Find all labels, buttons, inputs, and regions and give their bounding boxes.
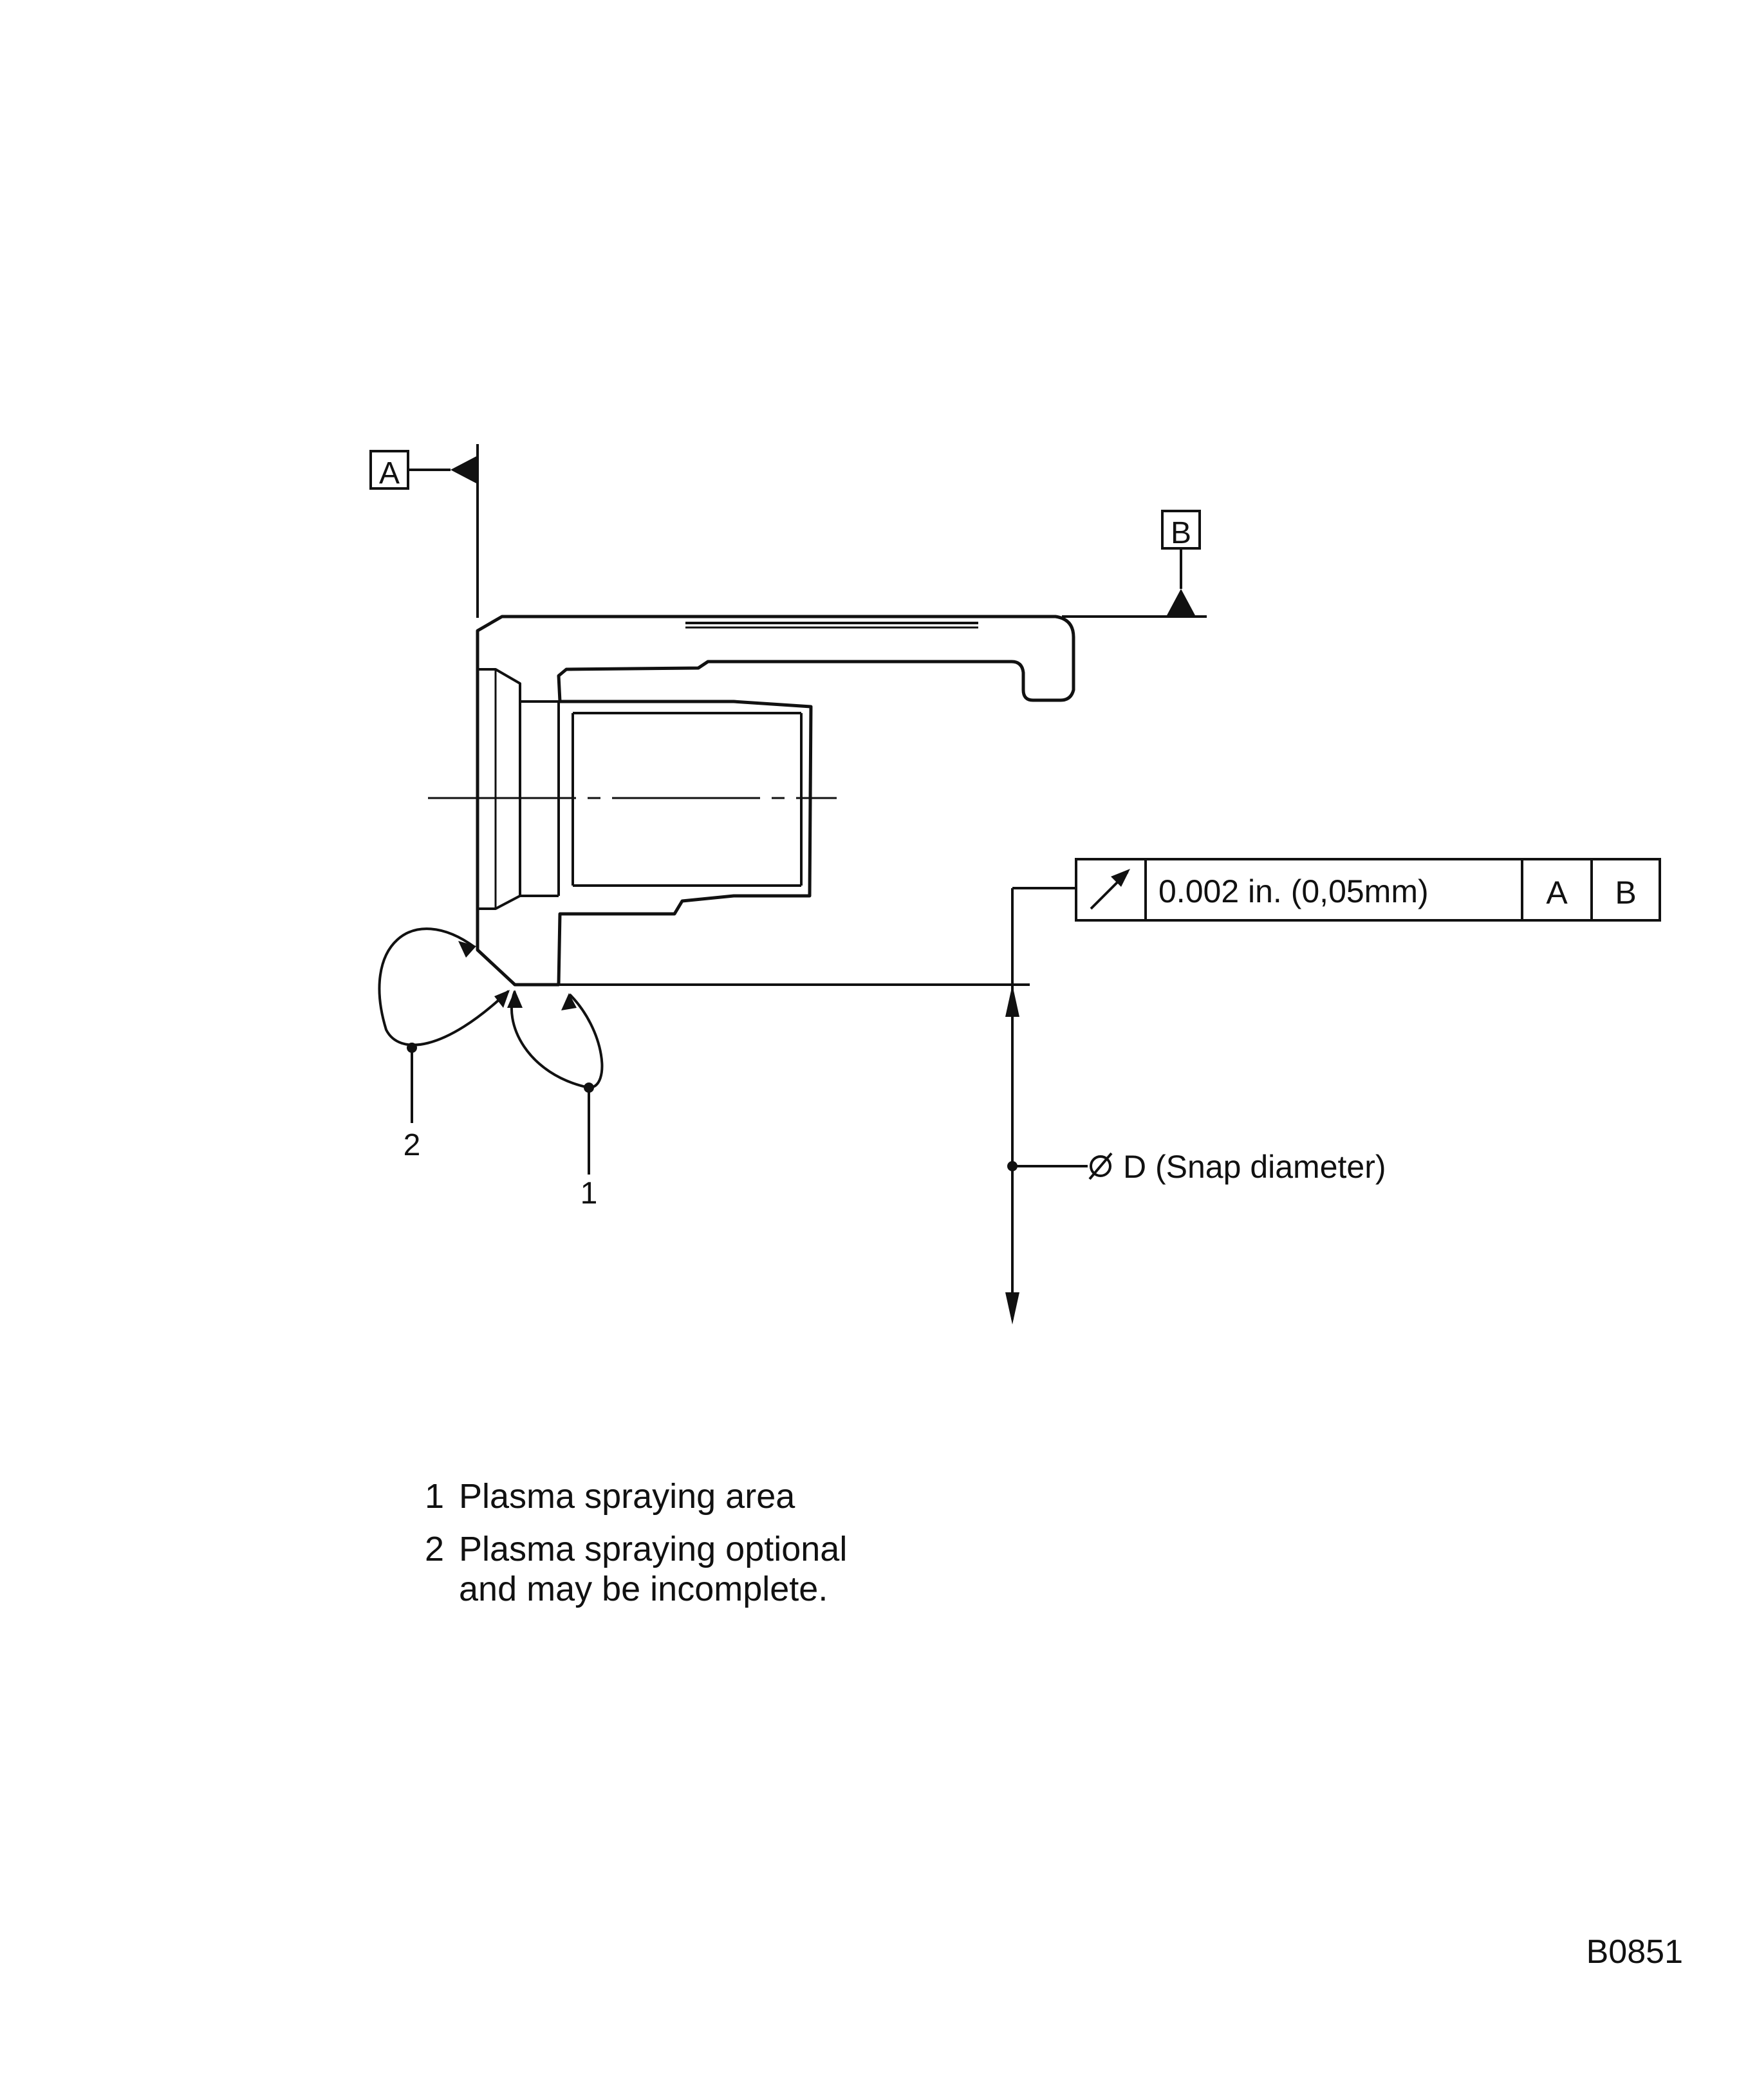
- snap-diameter-dimension: [560, 887, 1113, 1324]
- callout-2-number: 2: [404, 1128, 421, 1162]
- note-1-number: 1: [425, 1477, 444, 1516]
- datum-b-label: B: [1171, 516, 1191, 550]
- fcf-datum-b: B: [1615, 875, 1636, 911]
- fcf-datum-a: A: [1546, 875, 1568, 911]
- note-2-line-1: Plasma spraying optional: [459, 1530, 847, 1568]
- note-2-number: 2: [425, 1530, 444, 1568]
- callout-1-number: 1: [581, 1176, 598, 1211]
- figure-id: B0851: [1586, 1933, 1683, 1971]
- note-2-line-2: and may be incomplete.: [459, 1570, 828, 1608]
- part-section: [476, 615, 1075, 987]
- notes: 1 Plasma spraying area 2 Plasma spraying…: [425, 1477, 847, 1608]
- fcf-tolerance: 0.002 in. (0,05mm): [1158, 873, 1429, 909]
- spray-area-callouts: [378, 927, 604, 1175]
- datum-a-symbol: A: [369, 444, 479, 618]
- feature-control-frame: [1075, 858, 1661, 922]
- datum-a-label: A: [379, 456, 400, 490]
- datum-b-symbol: B: [1062, 510, 1207, 618]
- snap-diameter-label: D (Snap diameter): [1123, 1149, 1386, 1185]
- note-1-text: Plasma spraying area: [459, 1477, 795, 1516]
